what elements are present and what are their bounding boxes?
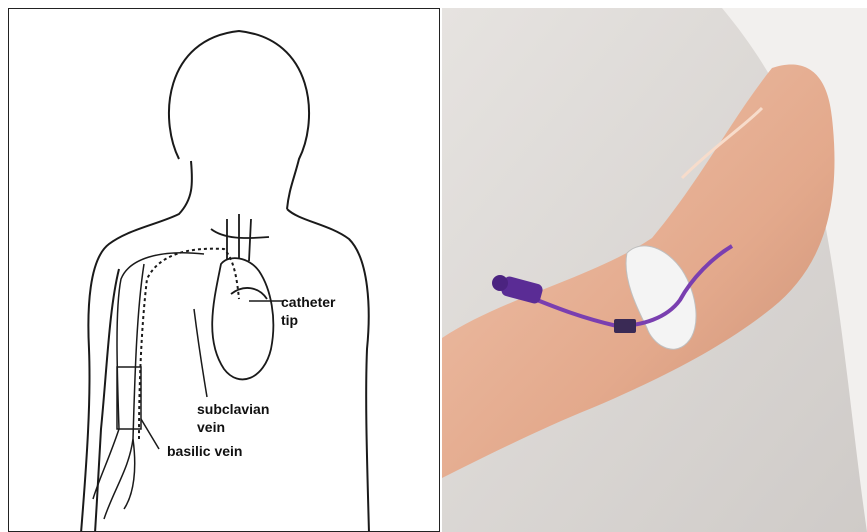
picc-diagram-panel: catheter tip subclavian vein basilic vei… [8, 8, 440, 532]
insertion-site-box [117, 367, 141, 429]
vein-branch [124, 439, 135, 509]
subclavian-leader [194, 309, 207, 397]
pulmonary [231, 288, 267, 299]
subclavian-vein [117, 253, 204, 429]
torso-outline-right [287, 209, 369, 532]
arm-photo [442, 8, 867, 532]
heart-outline [212, 258, 273, 379]
label-basilic-vein: basilic vein [167, 443, 242, 459]
basilic-leader [141, 419, 159, 449]
basilic-vein [104, 264, 144, 519]
label-subclavian: subclavian [197, 401, 269, 417]
label-tip: tip [281, 312, 298, 328]
body-outline-diagram: catheter tip subclavian vein basilic vei… [9, 9, 440, 532]
head-outline [169, 31, 309, 209]
hub-cap [492, 275, 508, 291]
clamp [614, 319, 636, 333]
great-vessels [211, 229, 269, 238]
label-vein: vein [197, 419, 225, 435]
label-catheter: catheter [281, 294, 336, 310]
arm-photo-panel [442, 8, 867, 532]
vein-branch-2 [93, 429, 119, 499]
